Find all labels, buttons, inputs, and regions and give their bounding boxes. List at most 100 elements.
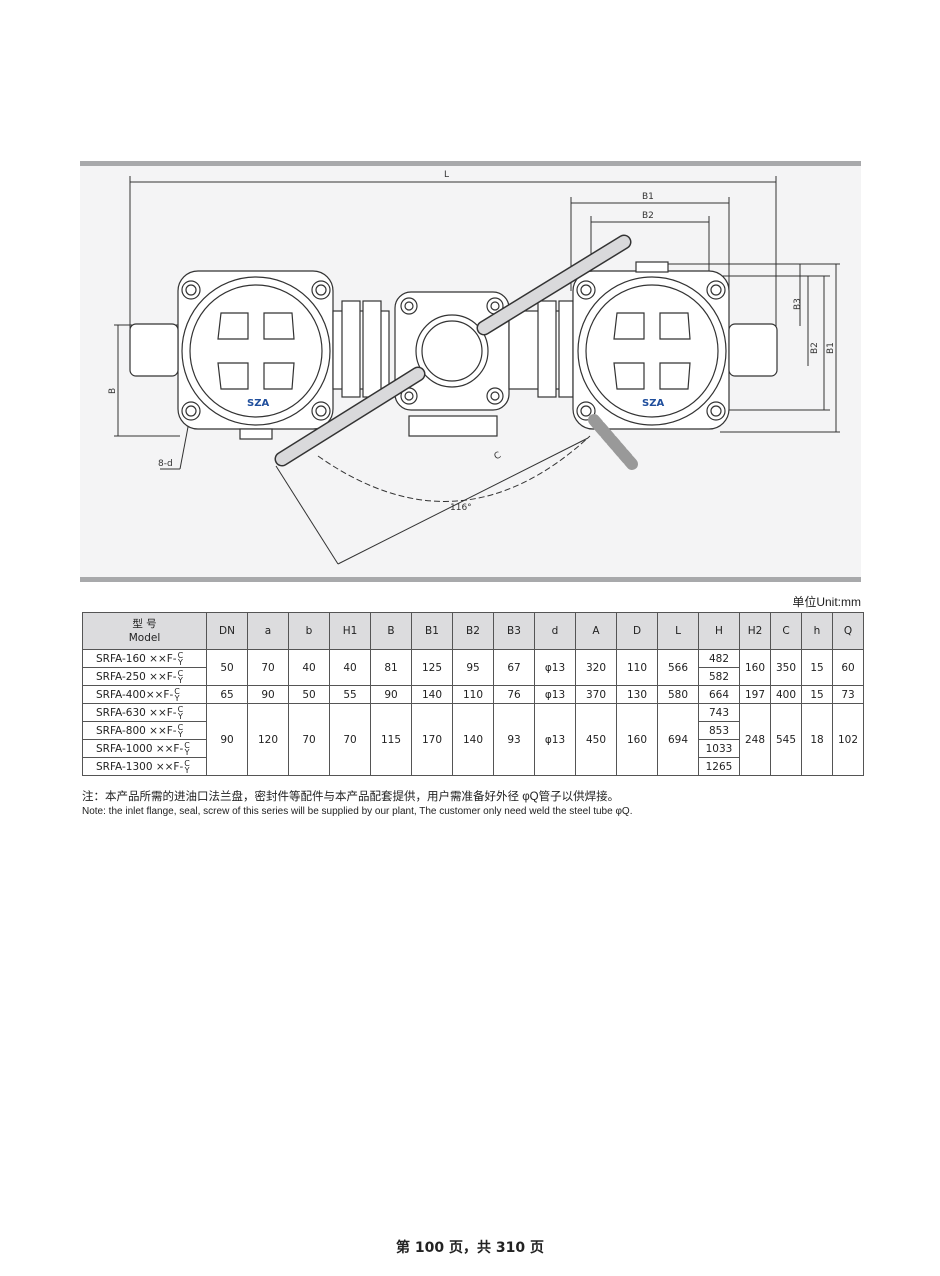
col-header: d	[534, 612, 576, 650]
col-header: H1	[329, 612, 371, 650]
center-valve	[394, 291, 510, 437]
col-header: b	[288, 612, 330, 650]
right-connection	[508, 300, 574, 398]
label-B1-right: B1	[826, 342, 836, 354]
cell-h: 18	[801, 703, 833, 776]
cell-B2: 95	[452, 649, 494, 686]
cell-B3: 76	[493, 685, 535, 704]
col-header: B1	[411, 612, 453, 650]
brand-logo-left: SZA	[247, 398, 269, 409]
model-header: 型 号 Model	[82, 612, 207, 650]
label-B3: B3	[793, 298, 803, 310]
cell-a: 120	[247, 703, 289, 776]
brand-logo-right: SZA	[642, 398, 664, 409]
left-filter-housing	[129, 270, 334, 440]
cell-h: 15	[801, 685, 833, 704]
cell-L: 694	[657, 703, 699, 776]
cell-L: 580	[657, 685, 699, 704]
table-header-row: 型 号 Model DN a b H1 B B1 B2 B3 d A D L H…	[82, 612, 864, 650]
label-8d: 8-d	[158, 459, 173, 469]
cell-H2: 248	[739, 703, 771, 776]
col-header: Q	[832, 612, 864, 650]
col-header: B2	[452, 612, 494, 650]
cell-D: 130	[616, 685, 658, 704]
cell-H1: 70	[329, 703, 371, 776]
right-filter-housing	[572, 261, 778, 430]
label-L: L	[444, 170, 449, 180]
valve-handles	[274, 234, 638, 470]
label-angle: 116°	[450, 503, 472, 513]
cell-a: 90	[247, 685, 289, 704]
unit-label: 单位Unit:mm	[792, 595, 861, 609]
col-header: A	[575, 612, 617, 650]
cell-Q: 102	[832, 703, 864, 776]
cell-B2: 140	[452, 703, 494, 776]
cell-H2: 197	[739, 685, 771, 704]
cell-B: 81	[370, 649, 412, 686]
cell-DN: 90	[206, 703, 248, 776]
cell-H: 743	[698, 703, 740, 722]
cell-Q: 60	[832, 649, 864, 686]
cell-a: 70	[247, 649, 289, 686]
cell-b: 70	[288, 703, 330, 776]
col-header: L	[657, 612, 699, 650]
cell-H2: 160	[739, 649, 771, 686]
col-header: B	[370, 612, 412, 650]
cell-H: 853	[698, 721, 740, 740]
col-header: C	[770, 612, 802, 650]
bottom-frame-bar	[80, 577, 861, 582]
top-frame-bar	[80, 161, 861, 166]
cell-L: 566	[657, 649, 699, 686]
col-header: B3	[493, 612, 535, 650]
cell-d: φ13	[534, 649, 576, 686]
cell-A: 450	[575, 703, 617, 776]
cell-D: 110	[616, 649, 658, 686]
cell-H: 582	[698, 667, 740, 686]
col-header: DN	[206, 612, 248, 650]
spec-table: 型 号 Model DN a b H1 B B1 B2 B3 d A D L H…	[82, 612, 864, 776]
note-english: Note: the inlet flange, seal, screw of t…	[82, 806, 633, 817]
cell-B3: 93	[493, 703, 535, 776]
cell-B1: 125	[411, 649, 453, 686]
cell-B3: 67	[493, 649, 535, 686]
note-chinese: 注：本产品所需的进油口法兰盘，密封件等配件与本产品配套提供，用户需准备好外径 φ…	[82, 791, 620, 803]
svg-text:SZA: SZA	[642, 398, 664, 409]
col-header: H2	[739, 612, 771, 650]
left-connection	[332, 300, 390, 398]
label-B2-right: B2	[810, 342, 820, 354]
cell-B: 90	[370, 685, 412, 704]
cell-H1: 55	[329, 685, 371, 704]
cell-C: 350	[770, 649, 802, 686]
cell-b: 50	[288, 685, 330, 704]
label-B: B	[108, 388, 118, 394]
col-header: h	[801, 612, 833, 650]
cell-B2: 110	[452, 685, 494, 704]
page-number-footer: 第 100 页，共 310 页	[396, 1240, 544, 1256]
cell-A: 320	[575, 649, 617, 686]
cell-H: 1265	[698, 757, 740, 776]
cell-b: 40	[288, 649, 330, 686]
col-header: D	[616, 612, 658, 650]
cell-d: φ13	[534, 703, 576, 776]
label-C: C	[493, 450, 503, 462]
cell-C: 545	[770, 703, 802, 776]
cell-B1: 170	[411, 703, 453, 776]
label-B2: B2	[642, 211, 654, 221]
cell-d: φ13	[534, 685, 576, 704]
cell-C: 400	[770, 685, 802, 704]
col-header: H	[698, 612, 740, 650]
cell-H: 664	[698, 685, 740, 704]
cell-h: 15	[801, 649, 833, 686]
cell-H1: 40	[329, 649, 371, 686]
